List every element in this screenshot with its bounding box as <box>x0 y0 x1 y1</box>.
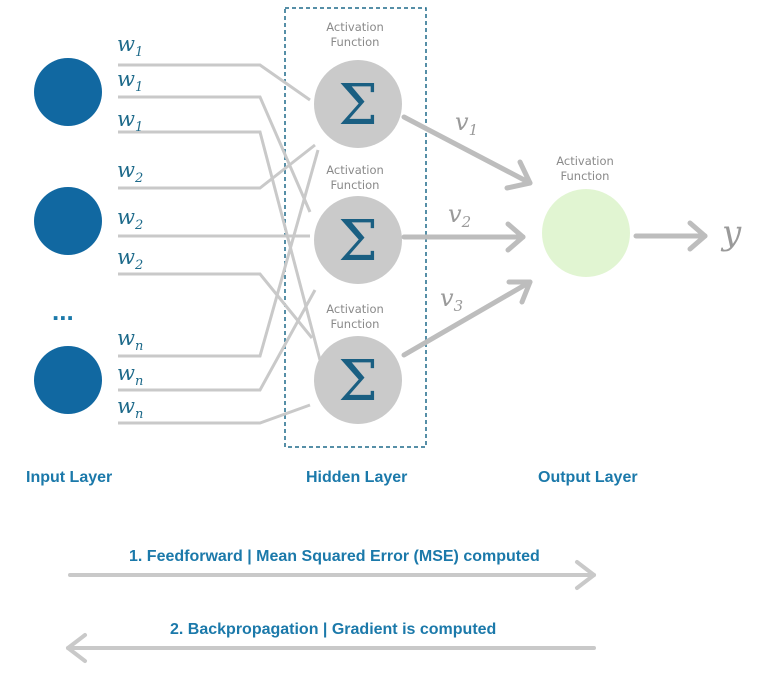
connection-line <box>118 143 316 190</box>
arrow-y-head <box>687 220 708 252</box>
activation-label: Function <box>331 317 380 331</box>
activation-label: Function <box>331 178 380 192</box>
connection-line <box>118 272 314 339</box>
activation-label: Activation <box>326 163 384 177</box>
arrow-v1 <box>401 114 533 186</box>
hidden-layer-label: Hidden Layer <box>306 469 407 486</box>
sigma-symbol: Σ <box>338 209 378 274</box>
arrow-v3 <box>401 279 533 358</box>
activation-label: Activation <box>326 20 384 34</box>
weight-label-w1: w1 <box>117 107 143 135</box>
weight-label-w2: w2 <box>117 205 143 233</box>
output-layer-label: Output Layer <box>538 469 638 486</box>
weight-label-w1: w1 <box>117 32 143 60</box>
input-node-2 <box>34 187 102 255</box>
weight-label-w2: w2 <box>117 158 143 186</box>
output-y-label: y <box>720 213 742 253</box>
hidden-node-3 <box>314 336 402 424</box>
connection-line <box>118 95 312 213</box>
connection-line <box>118 130 322 361</box>
weight-label-wn: wn <box>117 394 143 422</box>
output-label-v2: v2 <box>448 200 471 231</box>
output-label-v1: v1 <box>455 108 478 139</box>
activation-label: Activation <box>326 302 384 316</box>
arrow-v1-head <box>504 159 533 191</box>
feedforward-arrow <box>68 560 596 590</box>
input-hidden-connections <box>118 63 322 425</box>
connection-line <box>118 403 311 425</box>
input-node-n <box>34 346 102 414</box>
connection-line <box>118 63 311 102</box>
feedforward-caption: 1. Feedforward | Mean Squared Error (MSE… <box>129 548 540 565</box>
activation-label: Function <box>331 35 380 49</box>
weight-label-w2: w2 <box>117 245 143 273</box>
backpropagation-caption: 2. Backpropagation | Gradient is compute… <box>170 621 496 638</box>
connection-line <box>118 149 320 358</box>
input-layer-label: Input Layer <box>26 469 112 486</box>
sigma-symbol: Σ <box>338 73 378 138</box>
connection-line <box>118 289 317 392</box>
input-node-1 <box>34 58 102 126</box>
output-node <box>542 189 630 277</box>
weight-label-w1: w1 <box>117 67 143 95</box>
activation-label: Activation <box>556 154 614 168</box>
sigma-symbol: Σ <box>338 349 378 414</box>
output-label-v3: v3 <box>440 284 463 315</box>
arrow-v2-head <box>505 221 526 253</box>
backpropagation-arrow <box>66 633 596 663</box>
hidden-node-1 <box>314 60 402 148</box>
hidden-output-arrows <box>401 114 708 358</box>
input-ellipsis: ... <box>52 296 74 326</box>
hidden-node-2 <box>314 196 402 284</box>
weight-label-wn: wn <box>117 326 143 354</box>
feedforward-arrow-head <box>575 560 596 590</box>
activation-label: Function <box>561 169 610 183</box>
backpropagation-arrow-head <box>66 633 87 663</box>
arrow-v3-head <box>506 279 533 305</box>
weight-label-wn: wn <box>117 361 143 389</box>
